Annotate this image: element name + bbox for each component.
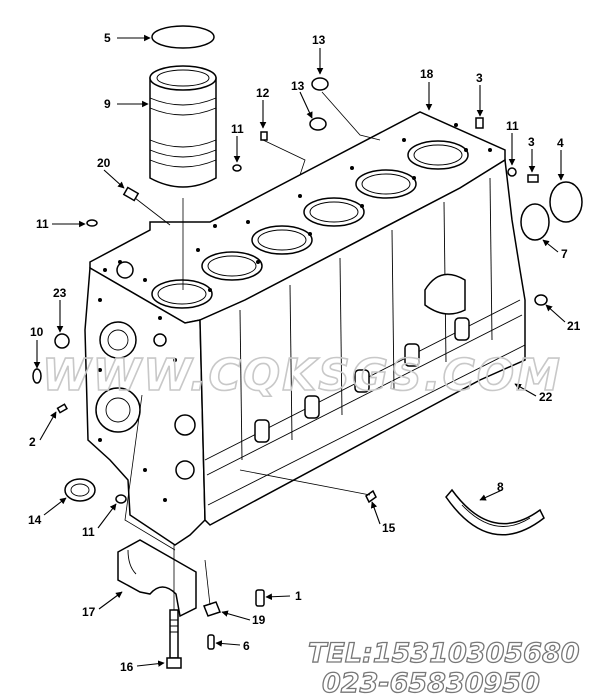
- callout-15: 15: [382, 521, 396, 535]
- dowel-pin: [260, 131, 268, 141]
- callout-12: 12: [256, 86, 270, 100]
- plug-top: [475, 117, 484, 129]
- callout-4: 4: [557, 136, 564, 150]
- deck-bolt-holes: [103, 123, 492, 320]
- o-ring-small-a: [232, 164, 242, 172]
- callout-6: 6: [243, 639, 250, 653]
- main-bearing-cap: [117, 539, 197, 618]
- assembly-lines: [124, 91, 381, 610]
- cover-seal-ring: [520, 203, 550, 241]
- pipe-fitting: [122, 186, 140, 202]
- callout-8: 8: [497, 480, 504, 494]
- callout-5: 5: [104, 31, 111, 45]
- callout-18: 18: [420, 67, 434, 81]
- expansion-plug: [54, 333, 70, 349]
- callout-19: 19: [252, 613, 266, 627]
- main-bearing-shells: [445, 488, 545, 536]
- callout-14: 14: [28, 513, 42, 527]
- callout-1: 1: [295, 589, 302, 603]
- callout-11: 11: [82, 525, 95, 539]
- liner-seal-ring: [151, 25, 215, 49]
- cup-plug-upper: [311, 77, 329, 91]
- cup-plug-lower: [309, 117, 327, 131]
- plug-side: [527, 174, 539, 183]
- oil-plug: [365, 489, 377, 504]
- o-ring-small-b: [86, 219, 98, 227]
- callout-11: 11: [36, 217, 49, 231]
- callout-2: 2: [29, 435, 36, 449]
- o-ring-small-d: [115, 494, 127, 504]
- cap-screw: [255, 589, 265, 607]
- side-plug: [534, 294, 548, 306]
- callout-10: 10: [30, 325, 44, 339]
- callout-labels: 5 9 13 13 18 3 12 11 20 11 11 3 4 7 23 2…: [28, 31, 581, 674]
- front-plug: [32, 368, 42, 384]
- contact-phone: 023-65830950: [322, 668, 540, 699]
- main-cap-bolt: [166, 609, 182, 669]
- bracket: [203, 601, 221, 617]
- callout-13: 13: [291, 79, 305, 93]
- callout-17: 17: [82, 605, 96, 619]
- callout-7: 7: [561, 247, 568, 261]
- o-ring-small-c: [507, 167, 517, 177]
- cam-bushing: [64, 478, 96, 502]
- small-bolt: [207, 634, 215, 650]
- callout-22: 22: [539, 390, 553, 404]
- callout-13: 13: [312, 33, 326, 47]
- callout-21: 21: [567, 319, 581, 333]
- cover-plate: [549, 181, 583, 223]
- front-face-features: [95, 261, 196, 502]
- callout-11: 11: [506, 119, 519, 133]
- watermark: WWW.CQKSGS.COM: [42, 350, 562, 401]
- set-screw: [56, 403, 68, 414]
- callout-3: 3: [476, 71, 483, 85]
- callout-11: 11: [231, 122, 244, 136]
- leader-lines: [33, 34, 566, 667]
- callout-3: 3: [528, 135, 535, 149]
- side-ribs: [239, 177, 493, 461]
- callout-23: 23: [53, 286, 67, 300]
- callout-20: 20: [97, 156, 111, 170]
- cylinder-bores: [151, 140, 469, 309]
- callout-16: 16: [120, 660, 134, 674]
- cylinder-block: [84, 111, 526, 546]
- callout-9: 9: [104, 97, 111, 111]
- contact-tel: TEL:15310305680: [308, 638, 580, 669]
- cylinder-liner: [149, 65, 217, 188]
